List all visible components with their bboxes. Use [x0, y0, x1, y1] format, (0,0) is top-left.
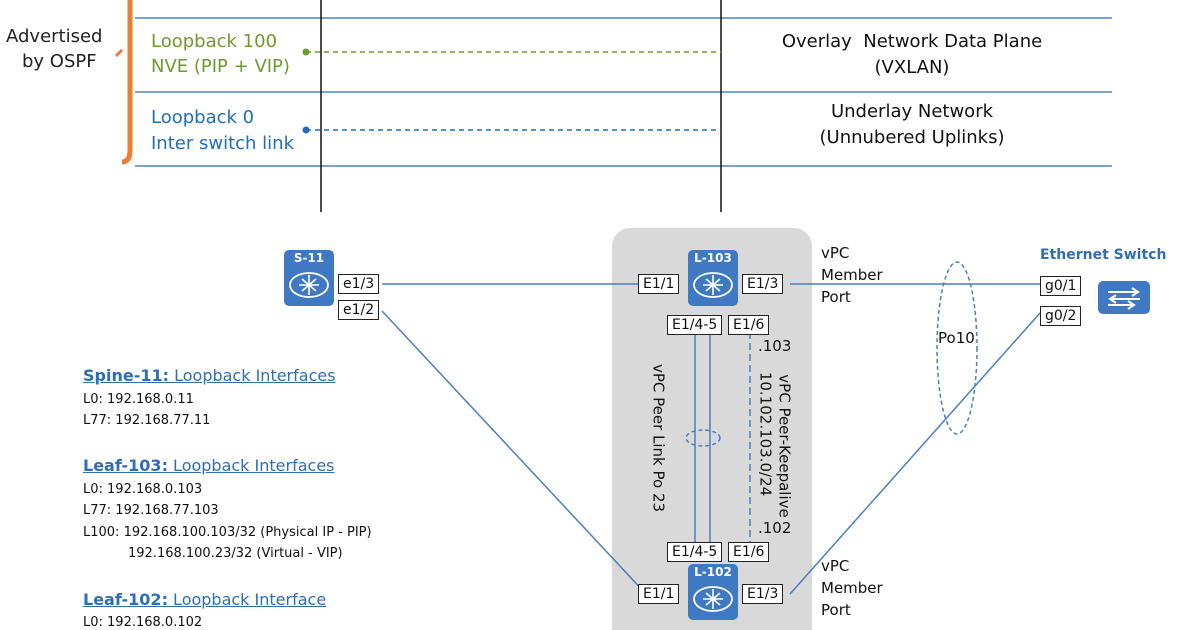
spine11-heading-text: Loopback Interfaces [169, 366, 336, 385]
spine-name: S-11 [293, 251, 325, 265]
leaf103-name: L-103 [694, 251, 732, 265]
leaf102-port-e1-6[interactable]: E1/6 [728, 542, 770, 562]
spine11-l77: L77: 192.168.77.11 [83, 413, 211, 428]
leaf102-port-e1-4-5[interactable]: E1/4-5 [667, 542, 723, 562]
leaf103-l100-pip: L100: 192.168.100.103/32 (Physical IP - … [83, 525, 372, 540]
leaf102-port-e1-1[interactable]: E1/1 [638, 584, 680, 604]
leaf103-l100-vip: 192.168.100.23/32 (Virtual - VIP) [128, 546, 343, 561]
leaf103-l77: L77: 192.168.77.103 [83, 503, 219, 518]
leaf-l102-device[interactable]: L-102 [688, 564, 738, 620]
router-icon [289, 272, 329, 298]
po10-label: Po10 [938, 329, 975, 347]
vpc-member-bottom-1: vPC [821, 557, 850, 575]
link-spine-leaf102 [381, 310, 647, 595]
leaf103-port-e1-6[interactable]: E1/6 [728, 315, 770, 335]
loopback100-dot [302, 48, 310, 56]
overlay-description-1: Overlay Network Data Plane [781, 31, 1043, 52]
leaf102-heading-text: Loopback Interface [167, 590, 327, 609]
vpc-member-bottom-2: Member [821, 579, 883, 597]
spine11-device-name: Spine-11: [83, 366, 170, 385]
leaf103-port-e1-3[interactable]: E1/3 [742, 274, 784, 294]
link-leaf102-switch [789, 312, 1041, 595]
vpc-peer-keepalive-label: vPC Peer-Keepalive [775, 374, 794, 518]
loopback100-label: Loopback 100 [151, 31, 278, 52]
leaf102-device-name: Leaf-102: [83, 590, 168, 609]
vpc-member-top-2: Member [821, 266, 883, 284]
router-icon [693, 272, 733, 298]
overlay-description-2: (VXLAN) [874, 57, 950, 78]
spine11-loopback-heading: Spine-11: Loopback Interfaces [83, 366, 336, 385]
leaf102-l0: L0: 192.168.0.102 [83, 615, 203, 630]
leaf103-port-e1-1[interactable]: E1/1 [638, 274, 680, 294]
leaf-l103-device[interactable]: L-103 [688, 250, 738, 306]
spine11-l0: L0: 192.168.0.11 [83, 392, 194, 407]
leaf103-device-name: Leaf-103: [83, 456, 168, 475]
leaf103-heading-text: Loopback Interfaces [167, 456, 335, 475]
ethernet-switch-device[interactable] [1098, 281, 1150, 314]
leaf103-loopback-heading: Leaf-103: Loopback Interfaces [83, 456, 335, 475]
vpc-member-top-3: Port [821, 288, 851, 306]
loopback0-label: Loopback 0 [151, 107, 255, 128]
bracket-notch [114, 48, 124, 58]
leaf102-loopback-heading: Leaf-102: Loopback Interface [83, 590, 326, 609]
switch-port-g0-2[interactable]: g0/2 [1040, 306, 1082, 326]
ospf-bracket [121, 0, 133, 165]
router-icon [693, 586, 733, 612]
switch-arrows-icon [1108, 287, 1140, 310]
underlay-description-2: (Unnubered Uplinks) [819, 127, 1005, 148]
peer-link-portchannel [685, 429, 721, 447]
nve-label: NVE (PIP + VIP) [151, 56, 290, 77]
underlay-description-1: Underlay Network [830, 101, 994, 122]
advertised-label-2: by OSPF [22, 51, 97, 72]
loopback0-dot [302, 126, 310, 134]
vpc-peer-link-label: vPC Peer Link Po 23 [649, 363, 668, 513]
leaf102-name: L-102 [694, 565, 732, 579]
keepalive-subnet-label: 10.102.103.0/24 [756, 371, 775, 497]
vpc-member-top-1: vPC [821, 244, 850, 262]
po10-ellipse [936, 261, 978, 435]
vpc-member-bottom-3: Port [821, 601, 851, 619]
spine-port-e1-3[interactable]: e1/3 [338, 274, 380, 294]
switch-port-g0-1[interactable]: g0/1 [1040, 276, 1082, 296]
keepalive-host-102: .102 [758, 519, 792, 537]
ethernet-switch-label: Ethernet Switch [1040, 247, 1167, 263]
spine-s11-device[interactable]: S-11 [284, 250, 334, 306]
inter-switch-link-label: Inter switch link [151, 133, 294, 154]
spine-port-e1-2[interactable]: e1/2 [338, 300, 380, 320]
leaf103-port-e1-4-5[interactable]: E1/4-5 [667, 315, 723, 335]
leaf102-port-e1-3[interactable]: E1/3 [742, 584, 784, 604]
leaf103-l0: L0: 192.168.0.103 [83, 482, 203, 497]
keepalive-host-103: .103 [758, 337, 792, 355]
advertised-label-1: Advertised [6, 26, 103, 47]
